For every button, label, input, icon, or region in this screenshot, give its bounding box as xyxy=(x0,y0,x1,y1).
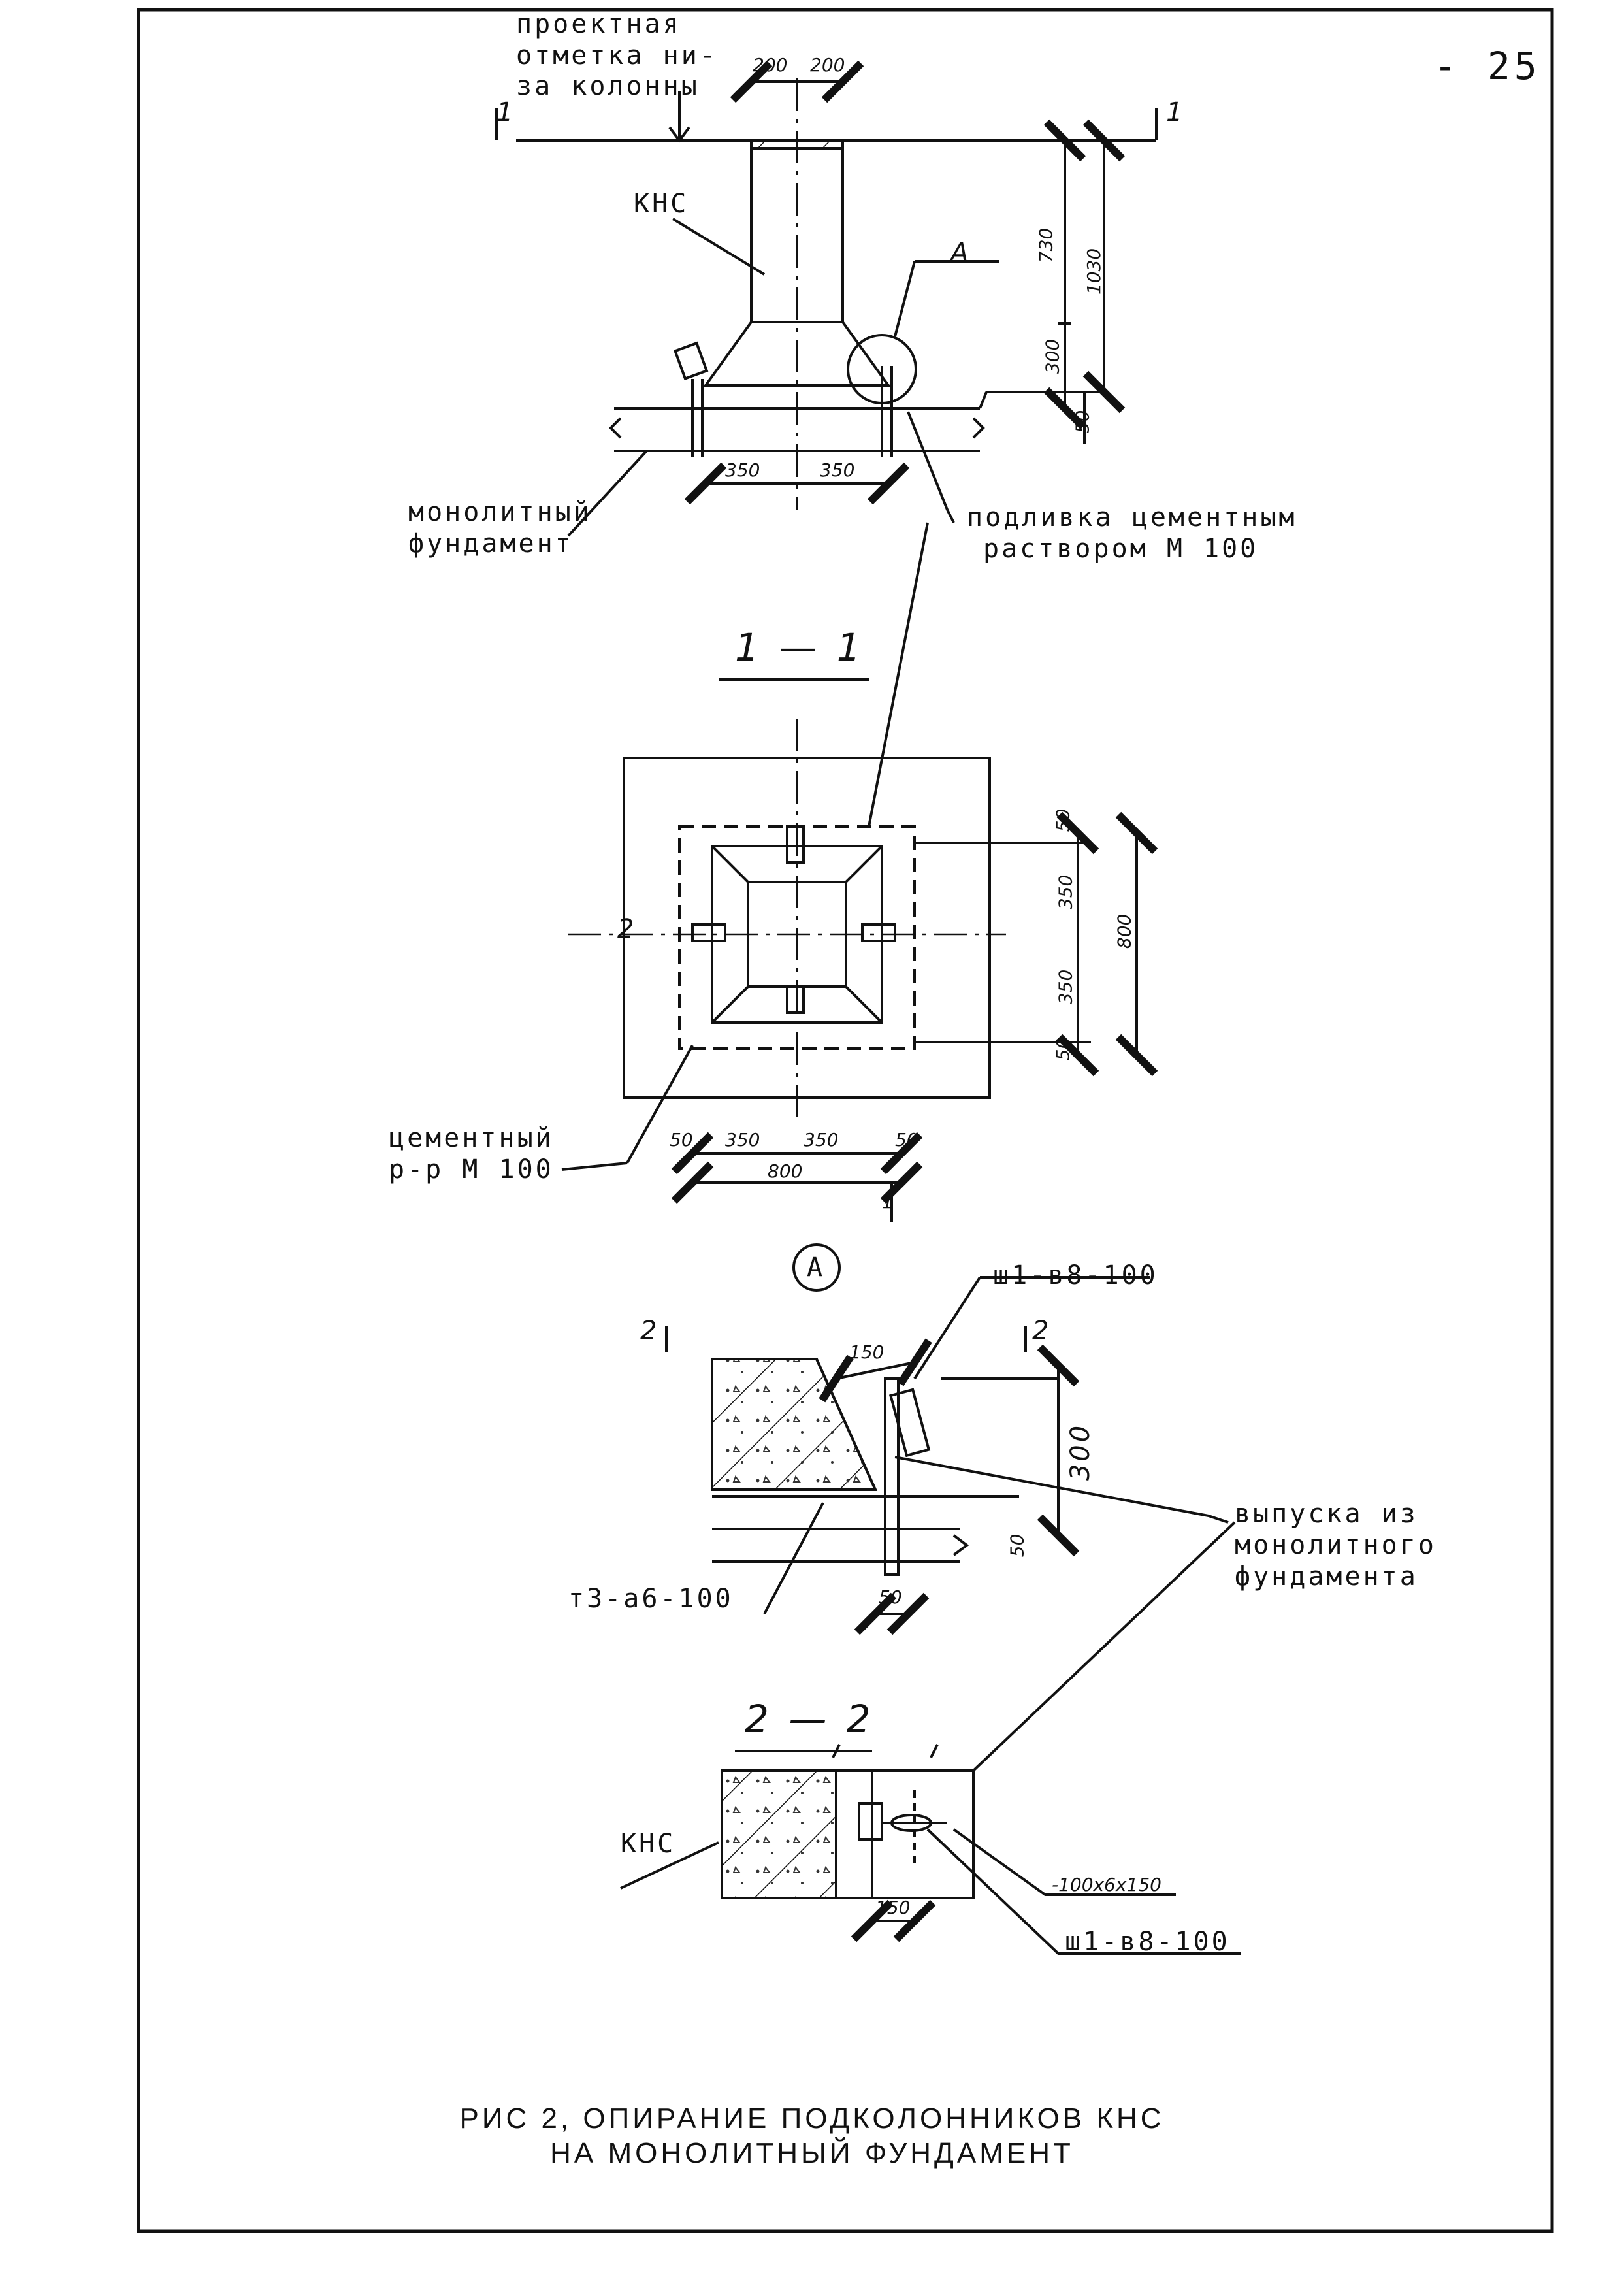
detail-callout: А xyxy=(950,238,971,268)
detail-a-callout: А xyxy=(807,1253,826,1283)
section-22-title: 2 — 2 xyxy=(745,1697,875,1741)
plan-dim-bottom-c: 350 xyxy=(804,1129,839,1151)
section-mark-right: 1 xyxy=(1166,97,1186,127)
dim-width-right: 200 xyxy=(810,54,845,76)
dim-grout-height: 50 xyxy=(1071,410,1094,434)
foundation-label-line-1: монолитный xyxy=(408,497,592,527)
detail-a-stirrup-label: т3-а6-100 xyxy=(568,1584,734,1614)
section-22-bar-label: ш1-в8-100 xyxy=(1065,1927,1230,1957)
detail-a-dim-bar-offset: 50 xyxy=(879,1586,902,1608)
plan-dim-bottom-a: 50 xyxy=(670,1129,693,1151)
dim-base-left: 350 xyxy=(725,459,760,481)
detail-a-bar-label: ш1-в8-100 xyxy=(993,1260,1158,1290)
dim-base-right: 350 xyxy=(820,459,855,481)
plan-dim-right-a: 50 xyxy=(1052,808,1074,832)
section-22-column-label: КНС xyxy=(621,1829,676,1859)
dim-width-left: 200 xyxy=(753,54,788,76)
detail-a-view xyxy=(665,1243,1229,1635)
sheet-frame xyxy=(137,8,1554,2233)
plan-dim-bottom-b: 350 xyxy=(725,1129,760,1151)
plan-dim-right-total: 800 xyxy=(1113,913,1135,949)
dim-base-height: 300 xyxy=(1041,338,1064,374)
top-label-line-1: проектная xyxy=(516,9,681,39)
plan-dim-right-c: 350 xyxy=(1054,969,1077,1005)
plan-section-mark-bottom: 1 xyxy=(882,1191,894,1213)
section-22-plate-label: -100х6х150 xyxy=(1052,1874,1161,1895)
dim-shaft-height: 730 xyxy=(1035,227,1057,263)
figure-caption-line-1: РИС 2, ОПИРАНИЕ ПОДКОЛОННИКОВ КНС xyxy=(459,2103,1165,2135)
outlets-label-line-1: выпуска из xyxy=(1235,1499,1418,1529)
detail-a-section-mark-right: 2 xyxy=(1032,1316,1052,1346)
top-label-line-2: отметка ни- xyxy=(516,41,718,71)
plan-title: 1 — 1 xyxy=(735,625,865,670)
detail-a-dim-height: 300 xyxy=(1065,1422,1096,1481)
plan-section-mark-left: 2 xyxy=(617,914,637,944)
section-22-dim: 150 xyxy=(875,1897,911,1918)
page-number: - 25 xyxy=(1434,44,1541,88)
foundation-label-line-2: фундамент xyxy=(408,529,574,559)
section-mark-left: 1 xyxy=(496,97,516,127)
detail-a-section-mark-left: 2 xyxy=(640,1316,660,1346)
grout-label-line-2: раствором М 100 xyxy=(983,534,1259,564)
outlets-label-line-3: фундамента xyxy=(1235,1562,1418,1592)
detail-a-dim-width: 150 xyxy=(849,1341,885,1363)
elevation-view xyxy=(495,60,1158,537)
plan-grout-label-line-1: цементный xyxy=(389,1123,554,1153)
plan-dim-bottom-total: 800 xyxy=(768,1160,803,1182)
section-22-view xyxy=(620,1521,1241,1955)
plan-dim-right-b: 350 xyxy=(1054,874,1077,910)
detail-a-dim-grout: 50 xyxy=(1006,1533,1028,1558)
outlets-label-line-2: монолитного xyxy=(1235,1530,1437,1560)
dim-total-height: 1030 xyxy=(1083,248,1105,295)
plan-grout-label-line-2: р-р М 100 xyxy=(389,1155,554,1185)
column-label: КНС xyxy=(634,189,689,219)
plan-dim-right-d: 50 xyxy=(1052,1037,1074,1061)
grout-label-line-1: подливка цементным xyxy=(967,502,1297,533)
plan-dim-bottom-d: 50 xyxy=(895,1129,918,1151)
top-label-line-3: за колонны xyxy=(516,71,700,101)
figure-caption-line-2: НА МОНОЛИТНЫЙ ФУНДАМЕНТ xyxy=(550,2137,1074,2169)
